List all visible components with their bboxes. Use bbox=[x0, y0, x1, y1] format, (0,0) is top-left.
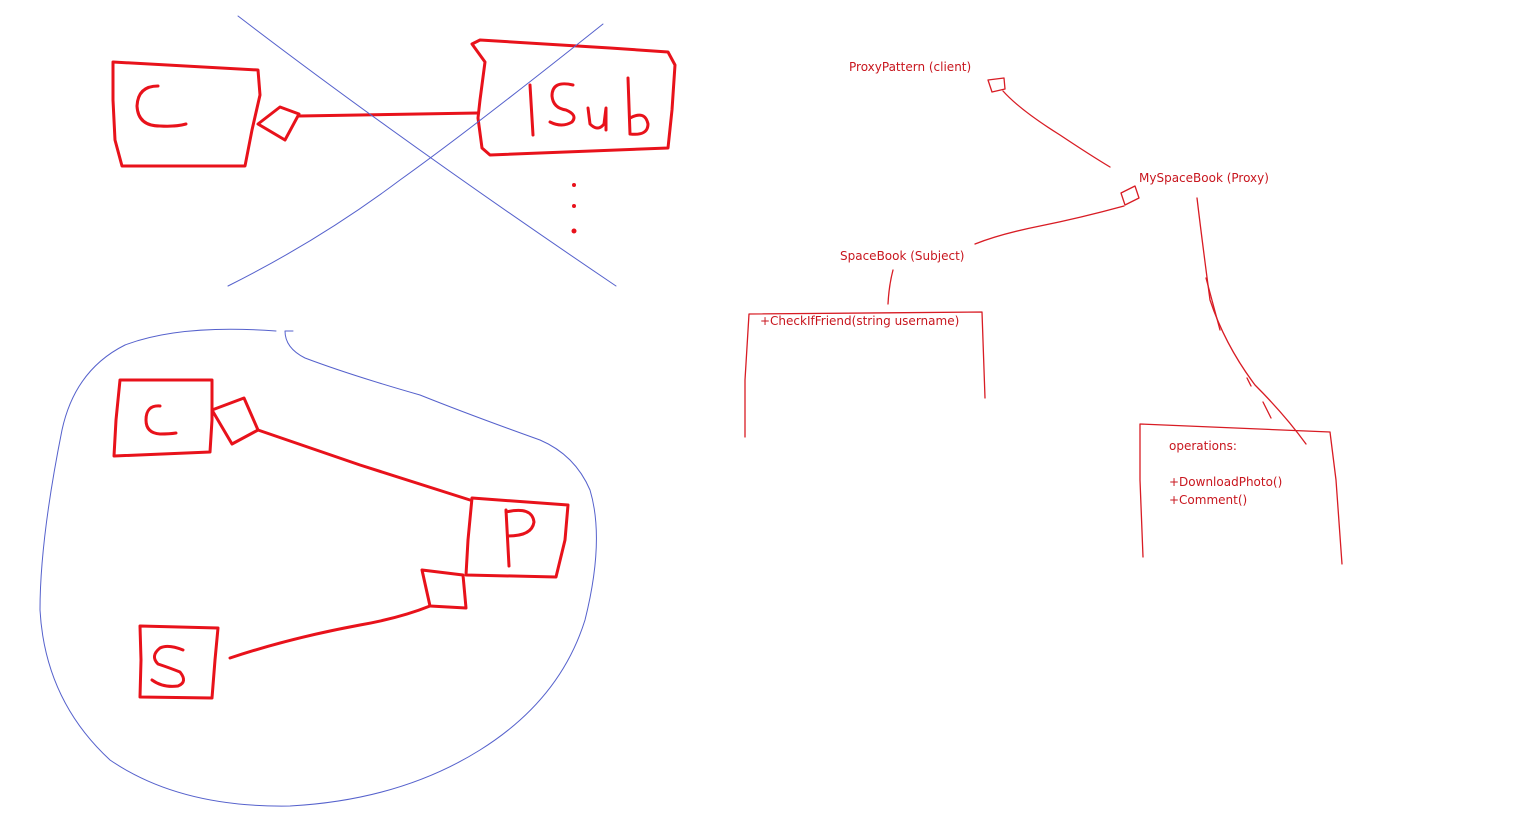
top-interface-letter-i bbox=[528, 83, 535, 137]
proxy-operations-line-sketch-2 bbox=[1246, 377, 1272, 419]
bottom-client-proxy-line bbox=[256, 428, 472, 502]
client-diamond bbox=[987, 77, 1006, 93]
subject-class-box bbox=[744, 311, 986, 438]
proxy-operations-box bbox=[1139, 423, 1343, 565]
top-cross-line-2 bbox=[227, 23, 604, 287]
top-ellipsis-dot-3 bbox=[571, 228, 577, 234]
bottom-enclosing-loop bbox=[39, 328, 597, 807]
top-cross-line-1 bbox=[237, 15, 617, 287]
top-interface-letter-b bbox=[626, 76, 650, 136]
proxy-subject-line bbox=[974, 205, 1125, 245]
subject-method: +CheckIfFriend(string username) bbox=[760, 314, 960, 328]
bottom-proxy-box bbox=[464, 496, 570, 579]
proxy-operation-item: +DownloadPhoto() bbox=[1169, 475, 1283, 489]
client-proxy-line bbox=[1002, 90, 1111, 168]
proxy-operations-line bbox=[1196, 197, 1307, 445]
bottom-subject-proxy-line bbox=[228, 604, 432, 660]
top-client-letter-glyph bbox=[135, 84, 188, 128]
subject-label: SpaceBook (Subject) bbox=[840, 249, 965, 263]
top-sketch bbox=[111, 15, 677, 287]
bottom-subject-diamond bbox=[420, 568, 468, 610]
top-interface-letter-s bbox=[548, 82, 576, 127]
bottom-client-box bbox=[112, 378, 214, 458]
proxy-label: MySpaceBook (Proxy) bbox=[1139, 171, 1269, 185]
top-interface-letter-u bbox=[586, 106, 608, 132]
top-ellipsis-dot-1 bbox=[572, 183, 576, 187]
top-diamond bbox=[256, 105, 301, 142]
bottom-client-letter-glyph bbox=[144, 404, 178, 436]
bottom-proxy-letter-glyph bbox=[504, 508, 536, 568]
uml-sketch bbox=[744, 77, 1343, 565]
proxy-diamond bbox=[1120, 185, 1140, 206]
top-interface-box bbox=[470, 38, 677, 157]
top-ellipsis-dot-2 bbox=[572, 204, 576, 208]
bottom-client-diamond bbox=[210, 396, 260, 446]
bottom-subject-letter-glyph bbox=[150, 644, 185, 688]
proxy-operations-line-sketch-1 bbox=[1205, 277, 1221, 331]
proxy-operations-title: operations: bbox=[1169, 439, 1237, 453]
bottom-subject-box bbox=[138, 624, 220, 700]
top-connection-line bbox=[297, 111, 480, 118]
top-client-box bbox=[111, 60, 262, 168]
proxy-operation-item: +Comment() bbox=[1169, 493, 1248, 507]
bottom-sketch bbox=[39, 328, 597, 807]
client-label: ProxyPattern (client) bbox=[849, 60, 972, 74]
subject-stem bbox=[887, 269, 894, 305]
